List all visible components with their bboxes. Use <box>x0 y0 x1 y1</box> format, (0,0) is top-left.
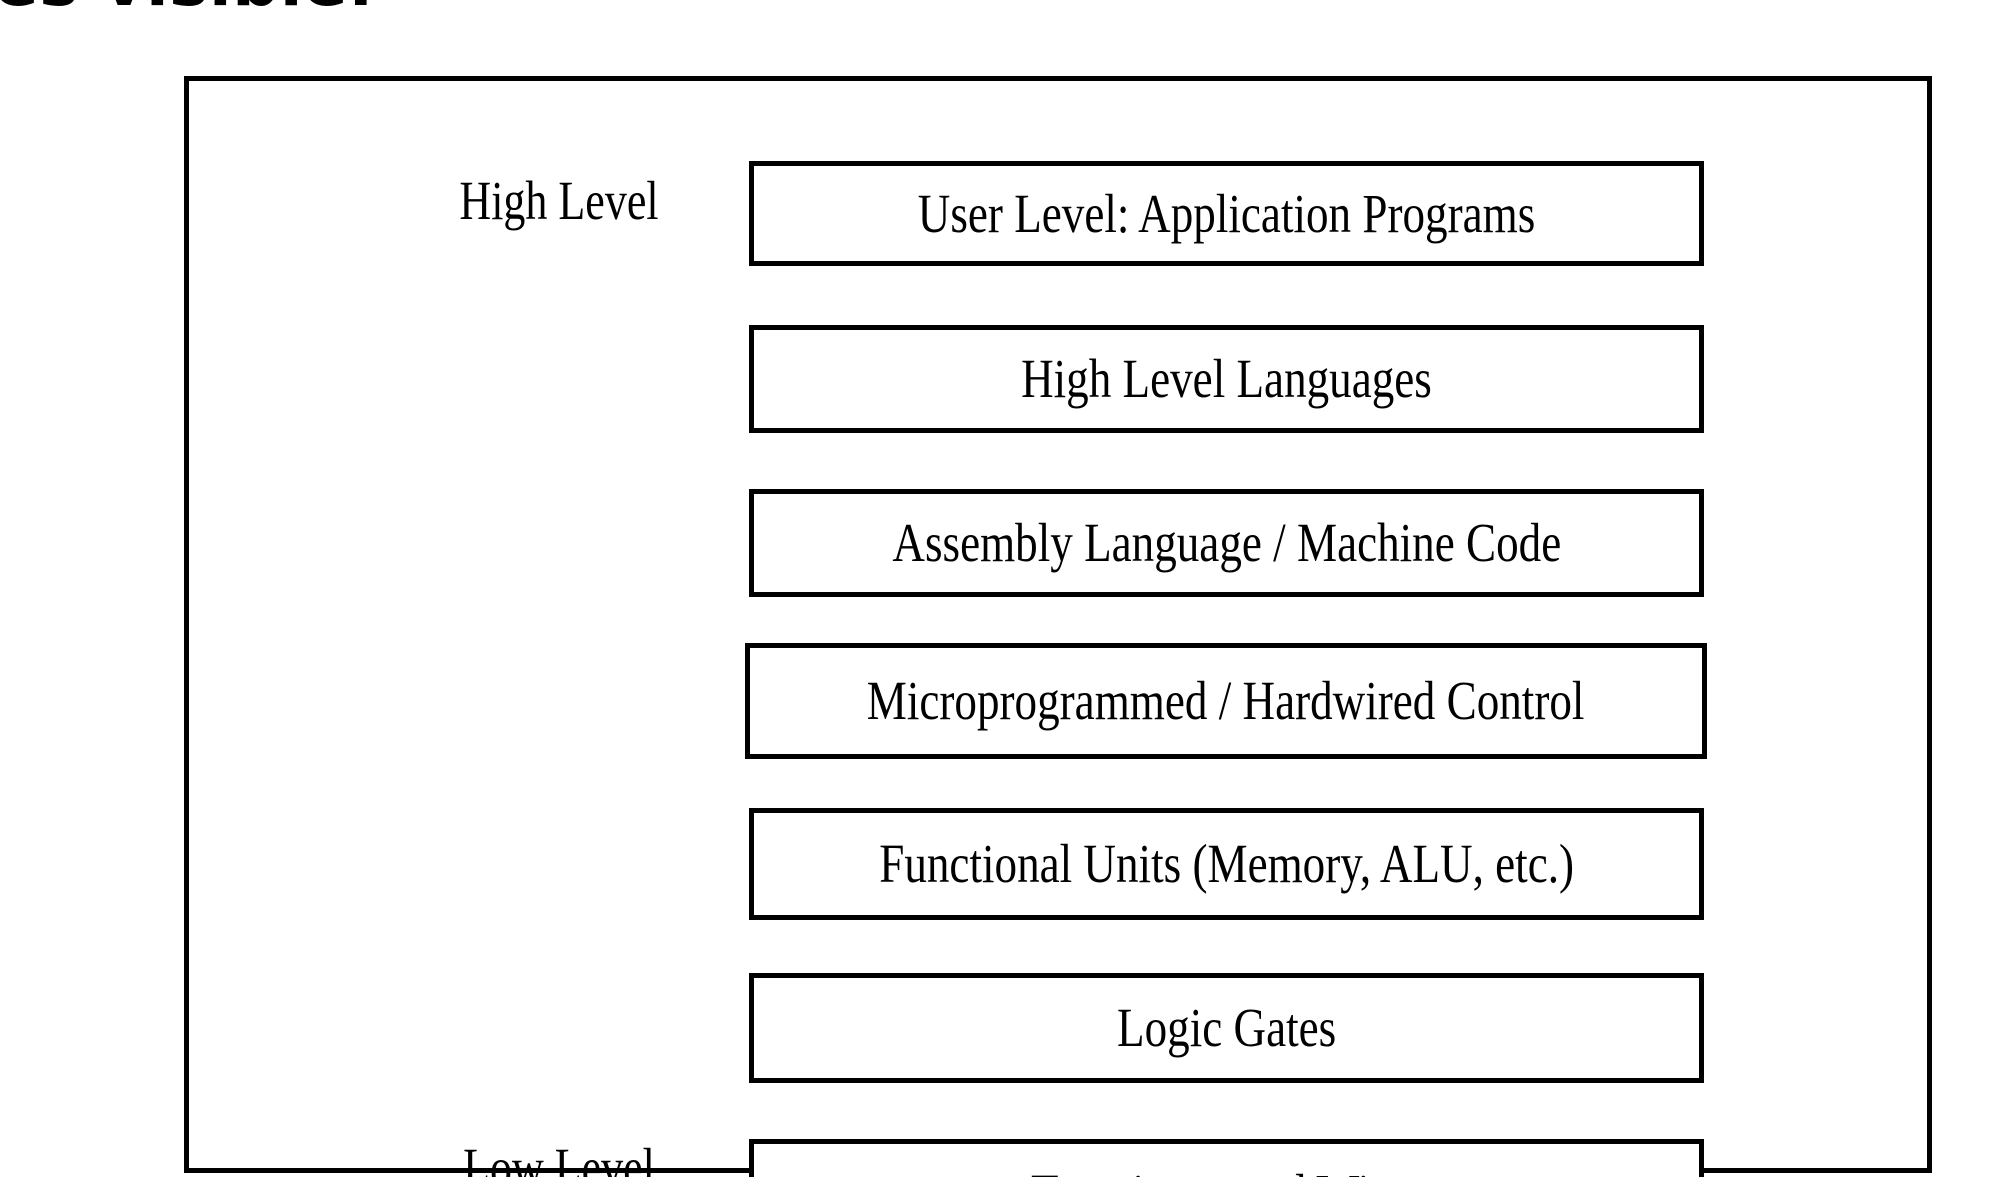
layer-label: Functional Units (Memory, ALU, etc.) <box>879 833 1574 894</box>
layer-box-microprogrammed-control: Microprogrammed / Hardwired Control <box>745 643 1707 759</box>
level-label-low: Low Level <box>463 1137 655 1177</box>
layer-label: Transistors and Wires <box>1031 1164 1423 1177</box>
layer-label: High Level Languages <box>1021 348 1432 409</box>
level-label-high: High Level <box>459 170 659 231</box>
layer-box-functional-units: Functional Units (Memory, ALU, etc.) <box>749 808 1704 920</box>
slide-title-text: es visible. <box>0 0 374 18</box>
layer-label: Assembly Language / Machine Code <box>892 512 1561 573</box>
layer-box-transistors-and-wires: Transistors and Wires <box>749 1139 1704 1177</box>
slide-title-clipped: es visible. <box>0 0 1000 19</box>
layer-box-user-level: User Level: Application Programs <box>749 161 1704 266</box>
layer-label: User Level: Application Programs <box>917 182 1536 244</box>
layer-box-assembly-machine-code: Assembly Language / Machine Code <box>749 489 1704 597</box>
layer-box-logic-gates: Logic Gates <box>749 973 1704 1083</box>
abstraction-layers-container: High Level Low Level User Level: Applica… <box>184 76 1932 1177</box>
layer-box-high-level-languages: High Level Languages <box>749 325 1704 433</box>
layer-label: Microprogrammed / Hardwired Control <box>867 670 1585 731</box>
layer-label: Logic Gates <box>1116 997 1337 1058</box>
